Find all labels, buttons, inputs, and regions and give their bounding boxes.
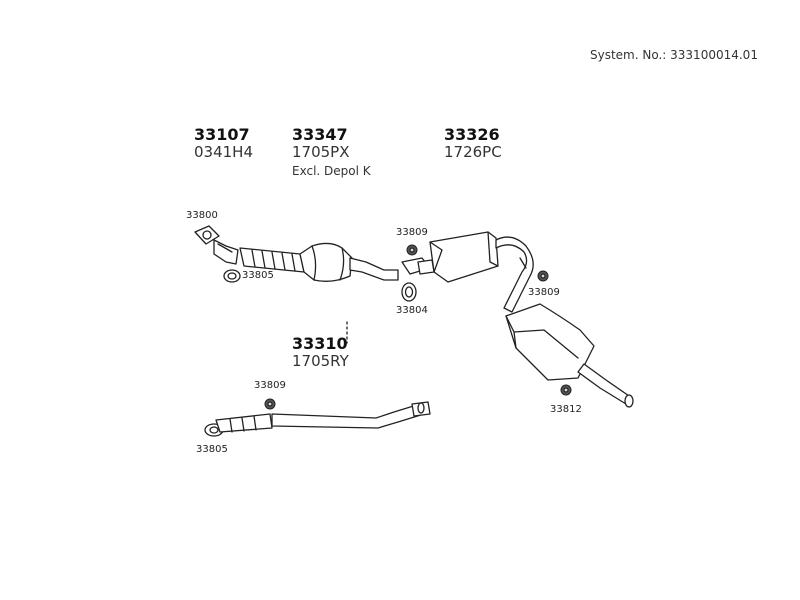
intermediate-pipe [349,257,399,281]
hanger-33812 [560,384,572,396]
front-downpipe [213,239,239,265]
callout-33805-lower: 33805 [196,444,228,455]
part-number: 33107 [194,125,250,144]
part-number: 33310 [292,334,348,353]
part-group-33326: 33326 1726PC [444,125,502,162]
clamp-33809-mid [537,270,549,282]
connecting-pipe [495,236,534,313]
part-code: 1726PC [444,143,502,162]
rear-silencer [505,303,595,381]
front-flange-33800 [194,225,220,245]
part-code: 0341H4 [194,143,253,162]
part-note: Excl. Depol K [292,163,371,178]
part-group-33107: 33107 0341H4 [194,125,253,162]
tailpipe [577,363,634,408]
callout-33809-inlet: 33809 [396,227,428,238]
lower-front-pipe [215,413,273,433]
part-group-33347: 33347 1705PX Excl. Depol K [292,125,371,178]
callout-33804: 33804 [396,305,428,316]
front-gasket-33805 [223,269,241,283]
part-group-33310: 33310 1705RY [292,334,349,371]
callout-33809-mid: 33809 [528,287,560,298]
part-number: 33347 [292,125,348,144]
catalytic-converter [299,242,353,282]
gasket-33804 [401,282,417,302]
part-number: 33326 [444,125,500,144]
part-code: 1705RY [292,352,349,371]
callout-33809-lower: 33809 [254,380,286,391]
middle-silencer-33326 [401,231,499,283]
callout-33805-front: 33805 [242,270,274,281]
clamp-33809-lower [264,398,276,410]
system-number: System. No.: 333100014.01 [590,48,758,62]
flex-pipe [239,247,305,273]
callout-33800: 33800 [186,210,218,221]
lower-long-pipe-33310 [271,401,431,429]
part-code: 1705PX [292,143,350,162]
callout-33812: 33812 [550,404,582,415]
clamp-33809-inlet [406,244,418,256]
